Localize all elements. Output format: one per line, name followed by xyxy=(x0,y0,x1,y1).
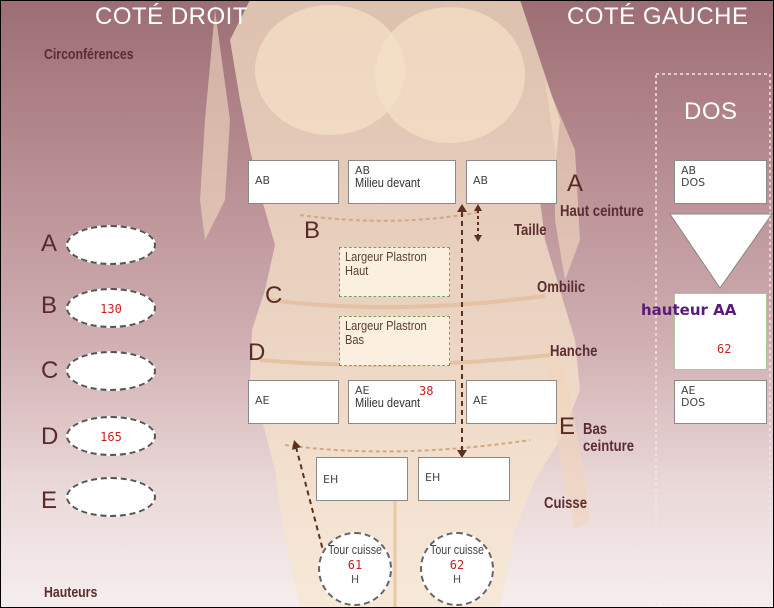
thigh-right-value: 61 xyxy=(320,557,390,573)
eh-right-code: EH xyxy=(323,474,401,486)
ae-right-code: AE xyxy=(255,395,332,407)
label-hanche: Hanche xyxy=(550,343,597,360)
ab-center-front-field[interactable]: AB Milieu devant xyxy=(348,160,456,204)
circ-input-d[interactable]: 165 xyxy=(66,416,156,456)
triangle-icon xyxy=(670,214,772,288)
ab-dos-label: DOS xyxy=(681,177,760,189)
body-letter-b: B xyxy=(304,217,320,245)
circ-letter-b: B xyxy=(41,292,57,320)
header-back: DOS xyxy=(684,95,738,129)
label-bas-ceinture: Bas ceinture xyxy=(583,421,634,455)
thigh-right-field[interactable]: Tour cuisse 61 H xyxy=(318,532,392,606)
circ-letter-e: E xyxy=(41,487,57,515)
ae-dos-field[interactable]: AE DOS xyxy=(674,380,767,424)
ab-left-field[interactable]: AB xyxy=(466,160,557,204)
circ-input-a[interactable] xyxy=(66,225,156,265)
body-letter-a: A xyxy=(567,170,583,198)
eh-left-field[interactable]: EH xyxy=(418,457,510,501)
circ-letter-c: C xyxy=(41,357,58,385)
thigh-left-value: 62 xyxy=(422,557,492,573)
hauteur-aa-value: 62 xyxy=(717,343,731,355)
plastron-low-line2: Bas xyxy=(345,333,429,347)
ab-left-code: AB xyxy=(473,175,550,187)
label-taille: Taille xyxy=(514,222,547,239)
thigh-left-field[interactable]: Tour cuisse 62 H xyxy=(420,532,494,606)
thigh-left-sub: H xyxy=(422,573,492,586)
label-cuisse: Cuisse xyxy=(544,495,587,512)
label-bas-line2: ceinture xyxy=(583,438,634,455)
plastron-low-field[interactable]: Largeur Plastron Bas xyxy=(339,316,450,366)
body-letter-c: C xyxy=(265,282,282,310)
thigh-right-label: Tour cuisse xyxy=(326,542,383,557)
ab-center-label: Milieu devant xyxy=(355,177,435,189)
hauteur-aa-label: hauteur AA xyxy=(641,304,769,316)
circ-value-b: 130 xyxy=(100,302,122,316)
header-left-side: COTÉ GAUCHE xyxy=(567,0,749,34)
body-letter-d: D xyxy=(248,339,265,367)
ae-center-value: 38 xyxy=(419,385,433,397)
hauteur-aa-field[interactable]: hauteur AA 62 xyxy=(674,293,767,370)
eh-left-code: EH xyxy=(425,472,503,484)
plastron-high-line1: Largeur Plastron xyxy=(345,250,429,264)
circ-letter-d: D xyxy=(41,423,58,451)
label-bas-line1: Bas xyxy=(583,421,634,438)
ab-right-code: AB xyxy=(255,175,332,187)
plastron-high-line2: Haut xyxy=(345,264,429,278)
circ-value-d: 165 xyxy=(100,430,122,444)
ae-right-field[interactable]: AE xyxy=(248,380,339,424)
ab-right-field[interactable]: AB xyxy=(248,160,339,204)
eh-right-field[interactable]: EH xyxy=(316,457,408,501)
plastron-low-line1: Largeur Plastron xyxy=(345,319,429,333)
ae-left-code: AE xyxy=(473,395,550,407)
circ-input-c[interactable] xyxy=(66,351,156,391)
thigh-right-sub: H xyxy=(320,573,390,586)
header-right-side: COTÉ DROIT xyxy=(95,0,248,34)
ae-dos-label: DOS xyxy=(681,397,760,409)
circ-letter-a: A xyxy=(41,230,57,258)
circ-input-e[interactable] xyxy=(66,477,156,517)
section-heights: Hauteurs xyxy=(44,584,97,601)
circ-input-b[interactable]: 130 xyxy=(66,288,156,328)
body-letter-e: E xyxy=(559,413,575,441)
plastron-high-field[interactable]: Largeur Plastron Haut xyxy=(339,247,450,297)
label-ombilic: Ombilic xyxy=(537,279,585,296)
ae-left-field[interactable]: AE xyxy=(466,380,557,424)
ab-dos-field[interactable]: AB DOS xyxy=(674,160,767,204)
label-haut-ceinture: Haut ceinture xyxy=(560,203,644,220)
ae-center-label: Milieu devant xyxy=(355,397,435,409)
section-circumferences: Circonférences xyxy=(44,46,134,63)
thigh-left-label: Tour cuisse xyxy=(428,542,485,557)
